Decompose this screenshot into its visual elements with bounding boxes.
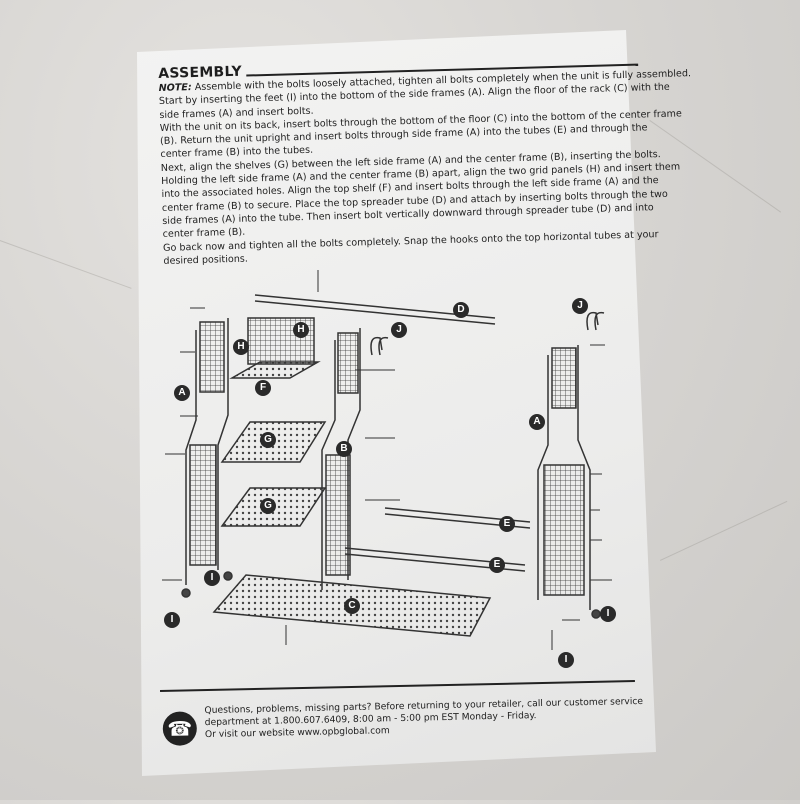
customer-service-footer: ☎ Questions, problems, missing parts? Be…: [160, 680, 643, 746]
part-label-i: I: [204, 570, 220, 586]
center-frame: [321, 328, 361, 590]
part-label-j: J: [572, 298, 588, 314]
part-label-h: H: [233, 339, 249, 355]
part-label-c: C: [344, 598, 360, 614]
part-label-a: A: [529, 414, 545, 430]
hook: [370, 336, 389, 356]
part-label-j: J: [391, 322, 407, 338]
right-side-frame: [537, 345, 591, 610]
part-label-h: H: [293, 322, 309, 338]
bolts: [162, 270, 612, 650]
part-label-i: I: [558, 652, 574, 668]
part-label-b: B: [336, 441, 352, 457]
foot: [223, 571, 233, 581]
hook: [586, 311, 605, 331]
part-label-e: E: [499, 516, 515, 532]
part-label-i: I: [164, 612, 180, 628]
part-label-i: I: [600, 606, 616, 622]
part-label-g: G: [260, 498, 276, 514]
top-shelf: [229, 361, 321, 379]
part-label-g: G: [260, 432, 276, 448]
left-side-frame: [185, 318, 229, 585]
part-label-d: D: [453, 302, 469, 318]
part-label-a: A: [174, 385, 190, 401]
foot: [181, 588, 191, 598]
part-label-f: F: [255, 380, 271, 396]
foot: [591, 609, 601, 619]
part-label-e: E: [489, 557, 505, 573]
telephone-icon: ☎: [162, 711, 198, 746]
